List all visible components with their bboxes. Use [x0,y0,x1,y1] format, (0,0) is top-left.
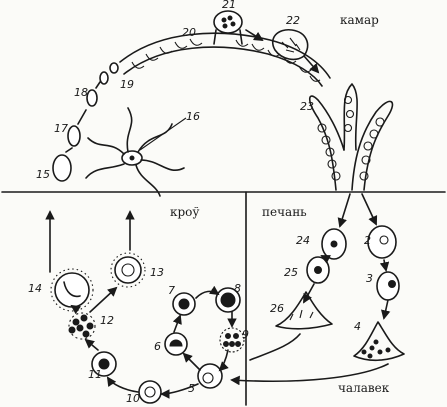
stage-label-13: 13 [150,266,164,279]
cell-18 [87,90,97,106]
cell-9-schizont [220,328,244,352]
label-human: чалавек [338,381,390,395]
cell-15 [53,155,71,181]
section-labels: камар кроў печань чалавек [170,13,390,395]
stage-label-15: 15 [36,168,50,181]
stage-label-14: 14 [28,282,42,295]
stage-label-22: 22 [286,14,300,27]
stage-label-2: 2 [364,234,371,247]
cell-17 [68,126,80,146]
stage-label-17: 17 [54,122,68,135]
stage-label-18: 18 [74,86,88,99]
stage-label-10: 10 [126,392,140,405]
stage-label-23: 23 [300,100,314,113]
arrow-sporozoite-to-24 [340,194,350,226]
stage-label-11: 11 [88,368,102,381]
stage-label-26: 26 [270,302,284,315]
label-blood: кроў [170,205,199,219]
stage-label-21: 21 [222,0,236,11]
label-liver: печань [262,205,307,219]
gut-wall-inner [124,47,322,86]
stage-label-24: 24 [296,234,310,247]
oocyst-21 [214,11,242,33]
gut-wall-cells [132,39,320,81]
cell-5 [198,364,222,388]
stage-label-16: 16 [186,110,200,123]
cell-10 [139,381,161,403]
salivary-gland-23 [310,84,393,190]
stage-label-25: 25 [284,266,298,279]
label-mosquito: камар [340,13,379,27]
stage-label-20: 20 [182,26,196,39]
stage-label-3: 3 [366,272,373,285]
stage-label-7: 7 [168,284,175,297]
stage-label-19: 19 [120,78,134,91]
arrow-liver-to-blood [232,364,388,381]
blood-stage-cells [51,253,244,403]
cell-2 [368,226,396,258]
stage-label-12: 12 [100,314,114,327]
cell-4-liver-schizont [354,322,404,360]
cell-19-b [110,63,118,73]
cell-12-merozoites-release [69,313,95,339]
cell-19-a [100,72,108,84]
cell-3 [377,272,399,300]
cell-26 [276,292,332,329]
stage-label-4: 4 [354,320,361,333]
stage-label-6: 6 [154,340,161,353]
stage-label-9: 9 [242,328,249,341]
gut-wall-outer [120,33,330,78]
arrow-sporozoite-to-2 [362,194,376,224]
cell-14-gametocyte [55,273,89,307]
stage-label-8: 8 [234,282,241,295]
stage-label-5: 5 [188,382,195,395]
cell-13-gametocyte [115,257,141,283]
